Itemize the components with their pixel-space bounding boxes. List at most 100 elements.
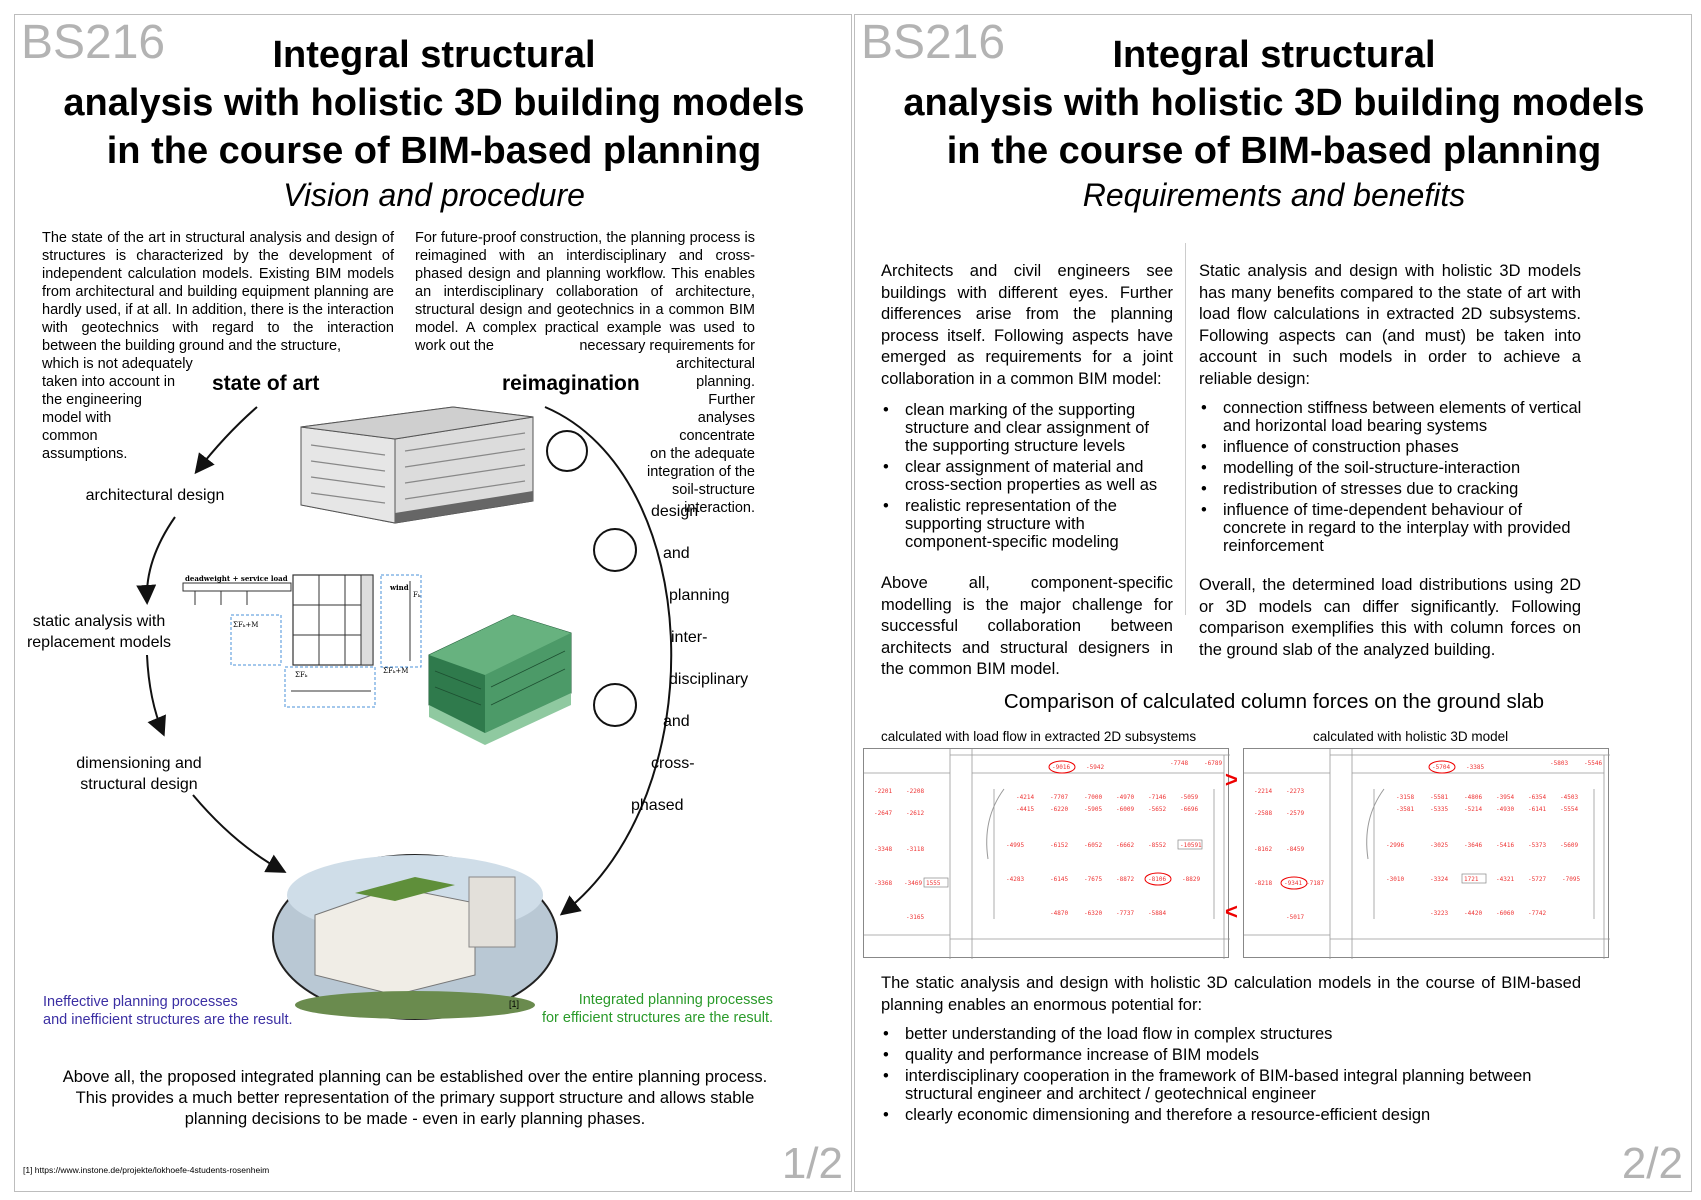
column-force-label: -7000 <box>1084 794 1102 801</box>
list-item: modelling of the soil-structure-interact… <box>1199 459 1583 477</box>
requirements-outro: Above all, component-specific modelling … <box>881 574 1173 678</box>
list-item: redistribution of stresses due to cracki… <box>1199 480 1583 498</box>
column-force-label: -3385 <box>1466 764 1484 771</box>
column-force-label: -3223 <box>1430 910 1448 917</box>
column-force-label: -5905 <box>1084 806 1102 813</box>
column-force-label: -3118 <box>906 846 924 853</box>
column-force-label: -3165 <box>906 914 924 921</box>
column-force-label: -5609 <box>1560 842 1578 849</box>
column-force-label: -7146 <box>1148 794 1166 801</box>
column-force-label: -4930 <box>1496 806 1514 813</box>
column-force-label: -8459 <box>1286 846 1304 853</box>
intro-right-text: For future-proof construction, the plann… <box>415 230 755 354</box>
value-box <box>1177 839 1203 850</box>
column-force-label: -6220 <box>1050 806 1068 813</box>
arrow-static-to-dimensioning <box>146 654 166 737</box>
arrow-architectural-to-static <box>136 516 176 605</box>
benefits-intro: Static analysis and design with holistic… <box>1199 262 1581 388</box>
value-box <box>1461 873 1487 884</box>
column-force-label: -2612 <box>906 810 924 817</box>
step-dimensioning: dimensioning and structural design <box>76 755 202 793</box>
column-force-label: -5335 <box>1430 806 1448 813</box>
column-force-label: -3954 <box>1496 794 1514 801</box>
poster-page-1: BS216 Integral structural analysis with … <box>14 14 852 1192</box>
column-force-label: -5803 <box>1550 760 1568 767</box>
footnote-source: [1] https://www.instone.de/projekte/lokh… <box>23 1165 270 1175</box>
poster-code: BS216 <box>21 16 166 69</box>
page-number-2: 2/2 <box>1621 1139 1683 1188</box>
column-force-label: -6696 <box>1180 806 1198 813</box>
list-item: interdisciplinary cooperation in the fra… <box>881 1067 1581 1103</box>
list-item: clearly economic dimensioning and theref… <box>881 1106 1581 1124</box>
column-force-label: -4214 <box>1016 794 1034 801</box>
column-force-label: -5942 <box>1086 764 1104 771</box>
column-force-label: -6662 <box>1116 842 1134 849</box>
floor-plan-3d: -5704-3385-5803-5546-2214-2273-3158-5581… <box>1243 748 1610 959</box>
arrow-reimagination-loop <box>544 406 673 916</box>
closing-intro: The static analysis and design with holi… <box>881 974 1581 1014</box>
floor-plan-3d-drawing: -5704-3385-5803-5546-2214-2273-3158-5581… <box>1244 749 1610 959</box>
sketch-fk-label: Fₖ <box>413 591 421 599</box>
column-force-label: -8552 <box>1148 842 1166 849</box>
sketch-sum3-label: ΣFₖ+M <box>383 667 408 675</box>
intro-left-text: The state of the art in structural analy… <box>42 230 394 354</box>
column-force-label: -2996 <box>1386 842 1404 849</box>
column-force-label: -3581 <box>1396 806 1414 813</box>
loop-circles <box>546 430 637 727</box>
column-force-label: -3646 <box>1464 842 1482 849</box>
compare-less-symbol: < <box>1225 899 1238 924</box>
column-force-label: -5214 <box>1464 806 1482 813</box>
column-force-label: -2201 <box>874 788 892 795</box>
page-number-1: 1/2 <box>781 1139 843 1188</box>
column-force-label: -6009 <box>1116 806 1134 813</box>
loop-word-7: cross- <box>651 755 695 772</box>
step-architectural-design: architectural design <box>85 487 225 504</box>
column-force-label: -5416 <box>1496 842 1514 849</box>
highlight-circle <box>1428 760 1456 774</box>
arrow-state-to-architectural <box>194 406 258 475</box>
column-force-label: -8829 <box>1182 876 1200 883</box>
result-right-note: Integrated planning processes for effici… <box>541 992 773 1026</box>
architectural-building-model <box>300 406 534 524</box>
column-force-label: -3368 <box>874 880 892 887</box>
column-force-label: -3025 <box>1430 842 1448 849</box>
column-force-label: -4415 <box>1016 806 1034 813</box>
requirements-list: clean marking of the supporting structur… <box>881 401 1175 554</box>
process-diagram: deadweight + service load wind Fₖ ΣFₖ+M … <box>136 406 673 1020</box>
requirements-intro: Architects and civil engineers see build… <box>881 262 1173 388</box>
intro-left-tail: which is not adequately taken into accou… <box>42 356 193 462</box>
highlight-circle <box>1280 876 1308 890</box>
image-reference-mark: [1] <box>509 999 520 1009</box>
column-force-label: -6060 <box>1496 910 1514 917</box>
list-item: quality and performance increase of BIM … <box>881 1046 1581 1064</box>
column-force-label: -9341 <box>1284 880 1302 887</box>
floor-plan-2d: -9016-5942-7748-6789-2201-2208-4214-7707… <box>863 748 1230 959</box>
column-force-label: -4283 <box>1006 876 1024 883</box>
green-3d-structural-model <box>428 614 572 745</box>
column-force-label: -2588 <box>1254 810 1272 817</box>
column-force-label: -3010 <box>1386 876 1404 883</box>
column-force-label: -7737 <box>1116 910 1134 917</box>
value-box <box>923 877 949 888</box>
column-force-label: -6145 <box>1050 876 1068 883</box>
column-force-label: -2579 <box>1286 810 1304 817</box>
column-force-label: -8872 <box>1116 876 1134 883</box>
column-force-label: -4321 <box>1496 876 1514 883</box>
column-force-label: -7187 <box>1306 880 1324 887</box>
column-force-label: -6141 <box>1528 806 1546 813</box>
loop-word-8: phased <box>631 797 684 814</box>
closing-list: better understanding of the load flow in… <box>881 1025 1581 1127</box>
column-force-label: -5884 <box>1148 910 1166 917</box>
column-force-label: -5059 <box>1180 794 1198 801</box>
column-force-label: -9016 <box>1052 764 1070 771</box>
state-of-art-heading: state of art <box>212 372 320 395</box>
poster-code: BS216 <box>861 16 1006 69</box>
poster-title: Integral structural analysis with holist… <box>63 34 805 172</box>
poster-page-2: BS216 Integral structural analysis with … <box>854 14 1692 1192</box>
intro-right-tail: necessary requirements for architectural… <box>579 338 755 516</box>
highlight-circle <box>1144 872 1172 886</box>
column-divider <box>1185 243 1186 615</box>
column-force-label: -6320 <box>1084 910 1102 917</box>
column-force-label: -5652 <box>1148 806 1166 813</box>
compare-greater-symbol: > <box>1225 767 1238 792</box>
